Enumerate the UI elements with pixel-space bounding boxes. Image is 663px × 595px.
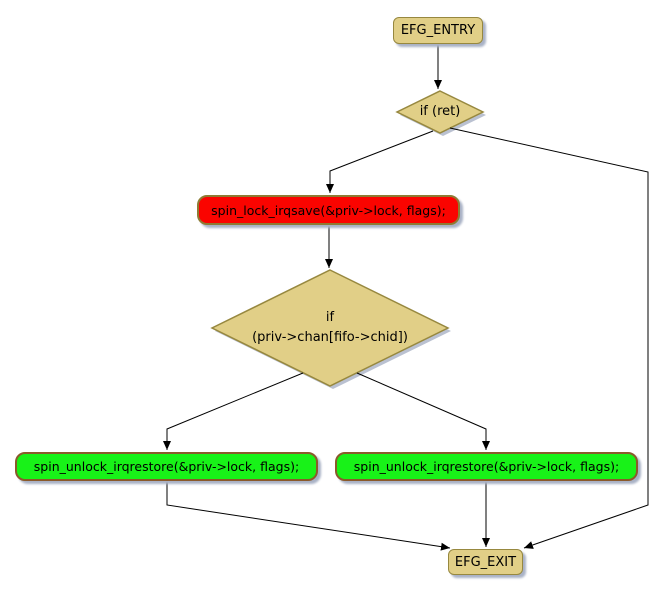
node-efg-exit: EFG_EXIT (448, 549, 523, 575)
if-ret-diamond (395, 90, 485, 134)
node-efg-exit-label: EFG_EXIT (454, 554, 517, 570)
node-spin-unlock-irqrestore-right: spin_unlock_irqrestore(&priv->lock, flag… (335, 452, 638, 481)
node-spin-lock-irqsave: spin_lock_irqsave(&priv->lock, flags); (197, 195, 460, 225)
node-spin-unlock-irqrestore-left-label: spin_unlock_irqrestore(&priv->lock, flag… (33, 459, 300, 474)
if-chan-diamond (210, 269, 450, 387)
node-efg-entry: EFG_ENTRY (393, 17, 483, 44)
edge-if-ret-to-lock (326, 130, 434, 193)
node-spin-lock-irqsave-label: spin_lock_irqsave(&priv->lock, flags); (211, 202, 446, 218)
edge-if-ret-to-exit (449, 127, 649, 549)
edge-if-chan-to-unlock-right (356, 372, 490, 450)
node-spin-unlock-irqrestore-right-label: spin_unlock_irqrestore(&priv->lock, flag… (353, 459, 620, 474)
edge-if-chan-to-unlock-left (163, 372, 304, 450)
edge-unlock-left-to-exit (166, 481, 451, 551)
node-efg-entry-label: EFG_ENTRY (400, 23, 476, 38)
node-spin-unlock-irqrestore-left: spin_unlock_irqrestore(&priv->lock, flag… (15, 452, 318, 481)
